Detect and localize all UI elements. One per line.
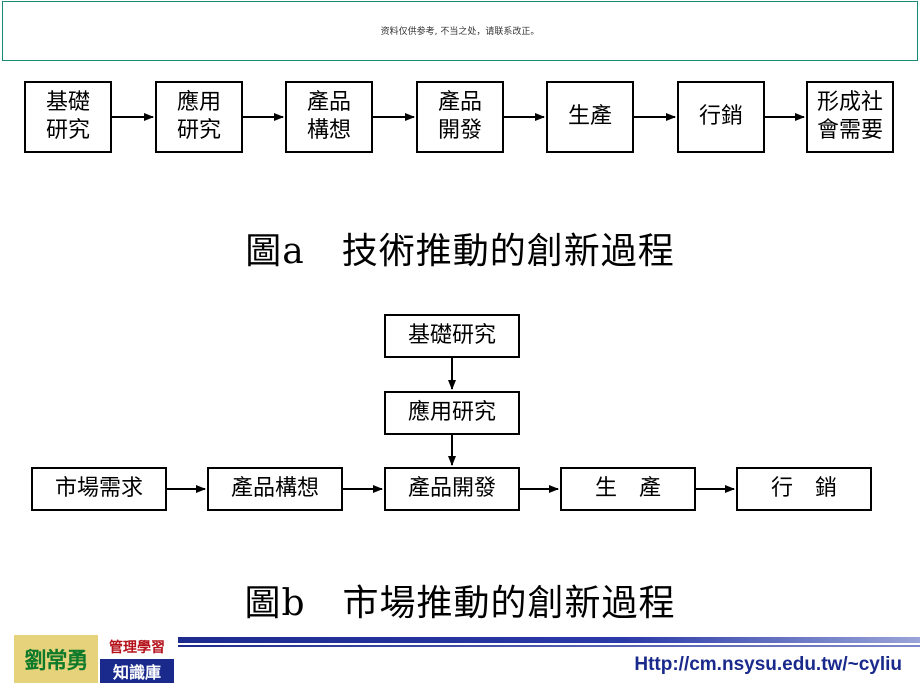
box-a-marketing: 行銷: [677, 81, 765, 153]
box-a-product-development: 產品 開發: [416, 81, 504, 153]
box-a-applied-research: 應用 研究: [155, 81, 243, 153]
box-b-market-demand: 市場需求: [31, 467, 167, 511]
box-b-applied-research: 應用研究: [384, 391, 520, 435]
box-a-social-need: 形成社 會需要: [806, 81, 894, 153]
box-b-production: 生 產: [560, 467, 696, 511]
box-b-product-development: 產品開發: [384, 467, 520, 511]
footer-divider-line: [178, 645, 920, 647]
logo-name: 劉常勇: [14, 635, 98, 683]
box-a-production: 生產: [546, 81, 634, 153]
box-b-marketing: 行 銷: [736, 467, 872, 511]
box-a-product-concept: 產品 構想: [285, 81, 373, 153]
disclaimer-banner: 资料仅供参考, 不当之处，请联系改正。: [2, 1, 918, 61]
caption-figure-b: 圖b 市場推動的創新過程: [244, 583, 676, 624]
logo-bottom-text: 知識庫: [100, 659, 174, 683]
caption-figure-a: 圖a 技術推動的創新過程: [245, 231, 675, 272]
logo-top-text: 管理學習: [100, 635, 174, 659]
box-b-basic-research: 基礎研究: [384, 314, 520, 358]
logo-text-block: 管理學習 知識庫: [100, 635, 174, 683]
footer-url: Http://cm.nsysu.edu.tw/~cyliu: [634, 654, 902, 675]
box-a-basic-research: 基礎 研究: [24, 81, 112, 153]
footer-divider-bar: [178, 637, 920, 643]
logo: 劉常勇 管理學習 知識庫: [14, 635, 174, 683]
box-b-product-concept: 產品構想: [207, 467, 343, 511]
